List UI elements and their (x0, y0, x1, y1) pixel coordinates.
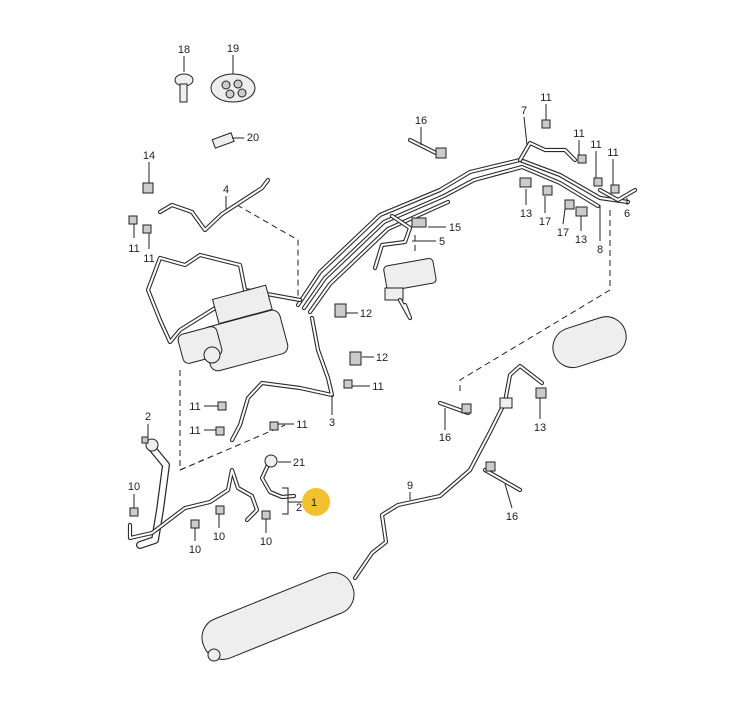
pipe-10 (127, 467, 260, 541)
callout-11[interactable]: 11 (573, 128, 584, 140)
callout-17[interactable]: 17 (539, 216, 551, 228)
callout-13[interactable]: 13 (520, 208, 532, 220)
callout-3[interactable]: 3 (329, 417, 335, 429)
part-19-grommet[interactable] (210, 73, 256, 103)
bracket-16-b[interactable] (437, 400, 472, 416)
callout-20[interactable]: 20 (247, 132, 259, 144)
callout-11[interactable]: 11 (607, 147, 618, 159)
dashed-guides (179, 204, 611, 471)
callout-11[interactable]: 11 (143, 253, 154, 265)
callout-16[interactable]: 16 (506, 511, 518, 523)
pipe-5 (372, 213, 413, 271)
callout-11[interactable]: 11 (189, 425, 200, 437)
callout-labels: 18 19 20 14 4 11 11 16 7 11 11 11 11 6 1… (128, 43, 630, 556)
callout-16[interactable]: 16 (439, 432, 451, 444)
callout-12[interactable]: 12 (376, 352, 388, 364)
part-18-plug[interactable] (174, 73, 194, 103)
callout-10[interactable]: 10 (213, 531, 225, 543)
bracket-16[interactable] (407, 137, 447, 159)
callout-2[interactable]: 2 (296, 502, 302, 514)
callout-11[interactable]: 11 (372, 381, 383, 393)
callout-2[interactable]: 2 (145, 411, 151, 423)
callout-10[interactable]: 10 (260, 536, 272, 548)
callout-19[interactable]: 19 (227, 43, 239, 55)
callout-11[interactable]: 11 (296, 419, 307, 431)
pressure-tank-lower[interactable] (196, 567, 360, 666)
callout-11[interactable]: 11 (590, 139, 601, 151)
callout-15[interactable]: 15 (449, 222, 461, 234)
highlighted-callout-1[interactable]: 1 (302, 488, 330, 516)
callout-13[interactable]: 13 (534, 422, 546, 434)
pipe-4 (157, 177, 271, 233)
callout-4[interactable]: 4 (223, 184, 229, 196)
callout-11[interactable]: 11 (540, 92, 551, 104)
highlight-marker (302, 488, 330, 516)
part-20-connector[interactable] (211, 132, 235, 149)
pipe-bundle (295, 157, 631, 315)
pipe-7 (517, 140, 578, 163)
callout-6[interactable]: 6 (624, 208, 630, 220)
callout-10[interactable]: 10 (128, 481, 140, 493)
pipe-9 (352, 363, 545, 581)
hose-2 (136, 438, 170, 549)
leader-lines (133, 55, 628, 541)
clips (128, 119, 620, 529)
callout-13[interactable]: 13 (575, 234, 587, 246)
pipe-loop (145, 252, 303, 345)
pipe-21 (259, 454, 297, 500)
compressor-unit[interactable] (177, 284, 290, 372)
callout-9[interactable]: 9 (407, 480, 413, 492)
pressure-tank-upper[interactable] (548, 312, 632, 373)
callout-11[interactable]: 11 (189, 401, 200, 413)
pipe-3 (229, 315, 335, 443)
callout-17[interactable]: 17 (557, 227, 569, 239)
callout-21[interactable]: 21 (293, 457, 305, 469)
callout-11[interactable]: 11 (128, 243, 139, 255)
bracket-16-c[interactable] (482, 461, 523, 493)
callout-18[interactable]: 18 (178, 44, 190, 56)
callout-10[interactable]: 10 (189, 544, 201, 556)
valve-block[interactable] (383, 257, 437, 321)
callout-1[interactable]: 1 (311, 497, 317, 509)
pipe-6 (597, 187, 638, 203)
callout-12[interactable]: 12 (360, 308, 372, 320)
callout-7[interactable]: 7 (521, 105, 527, 117)
callout-16[interactable]: 16 (415, 115, 427, 127)
callout-8[interactable]: 8 (597, 244, 603, 256)
callout-14[interactable]: 14 (143, 150, 155, 162)
callout-5[interactable]: 5 (439, 236, 445, 248)
